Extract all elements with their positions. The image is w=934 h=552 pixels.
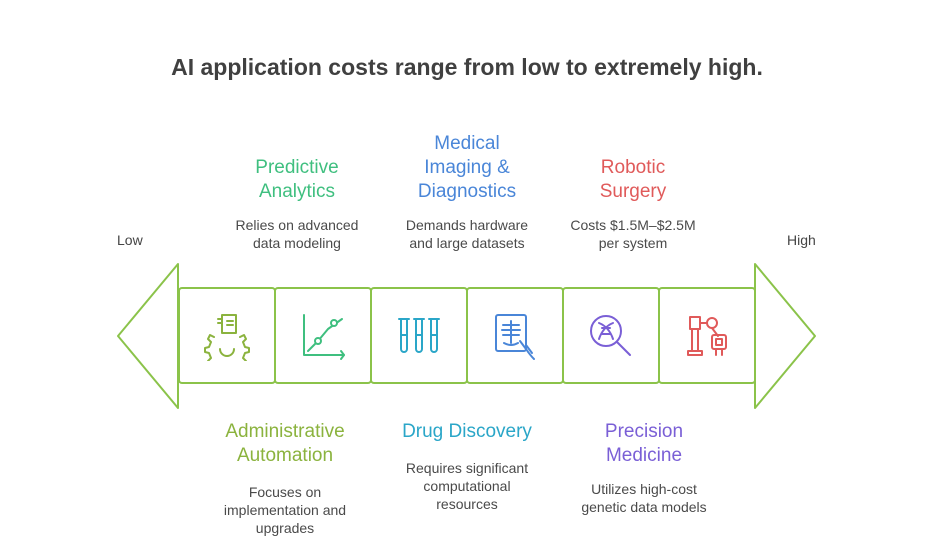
page-title: AI application costs range from low to e… — [171, 54, 763, 80]
label-robotic-surgery: Robotic Surgery — [599, 157, 667, 202]
trend-graph-icon — [276, 290, 370, 382]
desc-medical-imaging: Demands hardware and large datasets — [405, 217, 529, 251]
high-end-label: High — [787, 232, 816, 248]
xray-scan-icon — [468, 290, 562, 382]
desc-administrative-automation: Focuses on implementation and upgrades — [223, 484, 347, 536]
label-drug-discovery: Drug Discovery — [402, 421, 532, 442]
left-arrowhead — [117, 263, 179, 409]
segment-6 — [658, 287, 756, 384]
low-end-label: Low — [117, 232, 143, 248]
label-precision-medicine: Precision Medicine — [604, 421, 684, 466]
label-administrative-automation: Administrative Automation — [225, 421, 345, 466]
robot-arm-icon — [660, 290, 754, 382]
test-tubes-icon — [372, 290, 466, 382]
gear-document-icon — [180, 290, 274, 382]
label-medical-imaging: Medical Imaging & Diagnostics — [417, 133, 517, 202]
desc-robotic-surgery: Costs $1.5M–$2.5M per system — [570, 217, 696, 251]
desc-predictive-analytics: Relies on advanced data modeling — [235, 217, 359, 251]
dna-magnifier-icon — [564, 290, 658, 382]
right-arrowhead — [754, 263, 816, 409]
desc-precision-medicine: Utilizes high-cost genetic data models — [581, 481, 707, 515]
desc-drug-discovery: Requires significant computational resou… — [405, 460, 529, 512]
label-predictive-analytics: Predictive Analytics — [255, 157, 339, 202]
